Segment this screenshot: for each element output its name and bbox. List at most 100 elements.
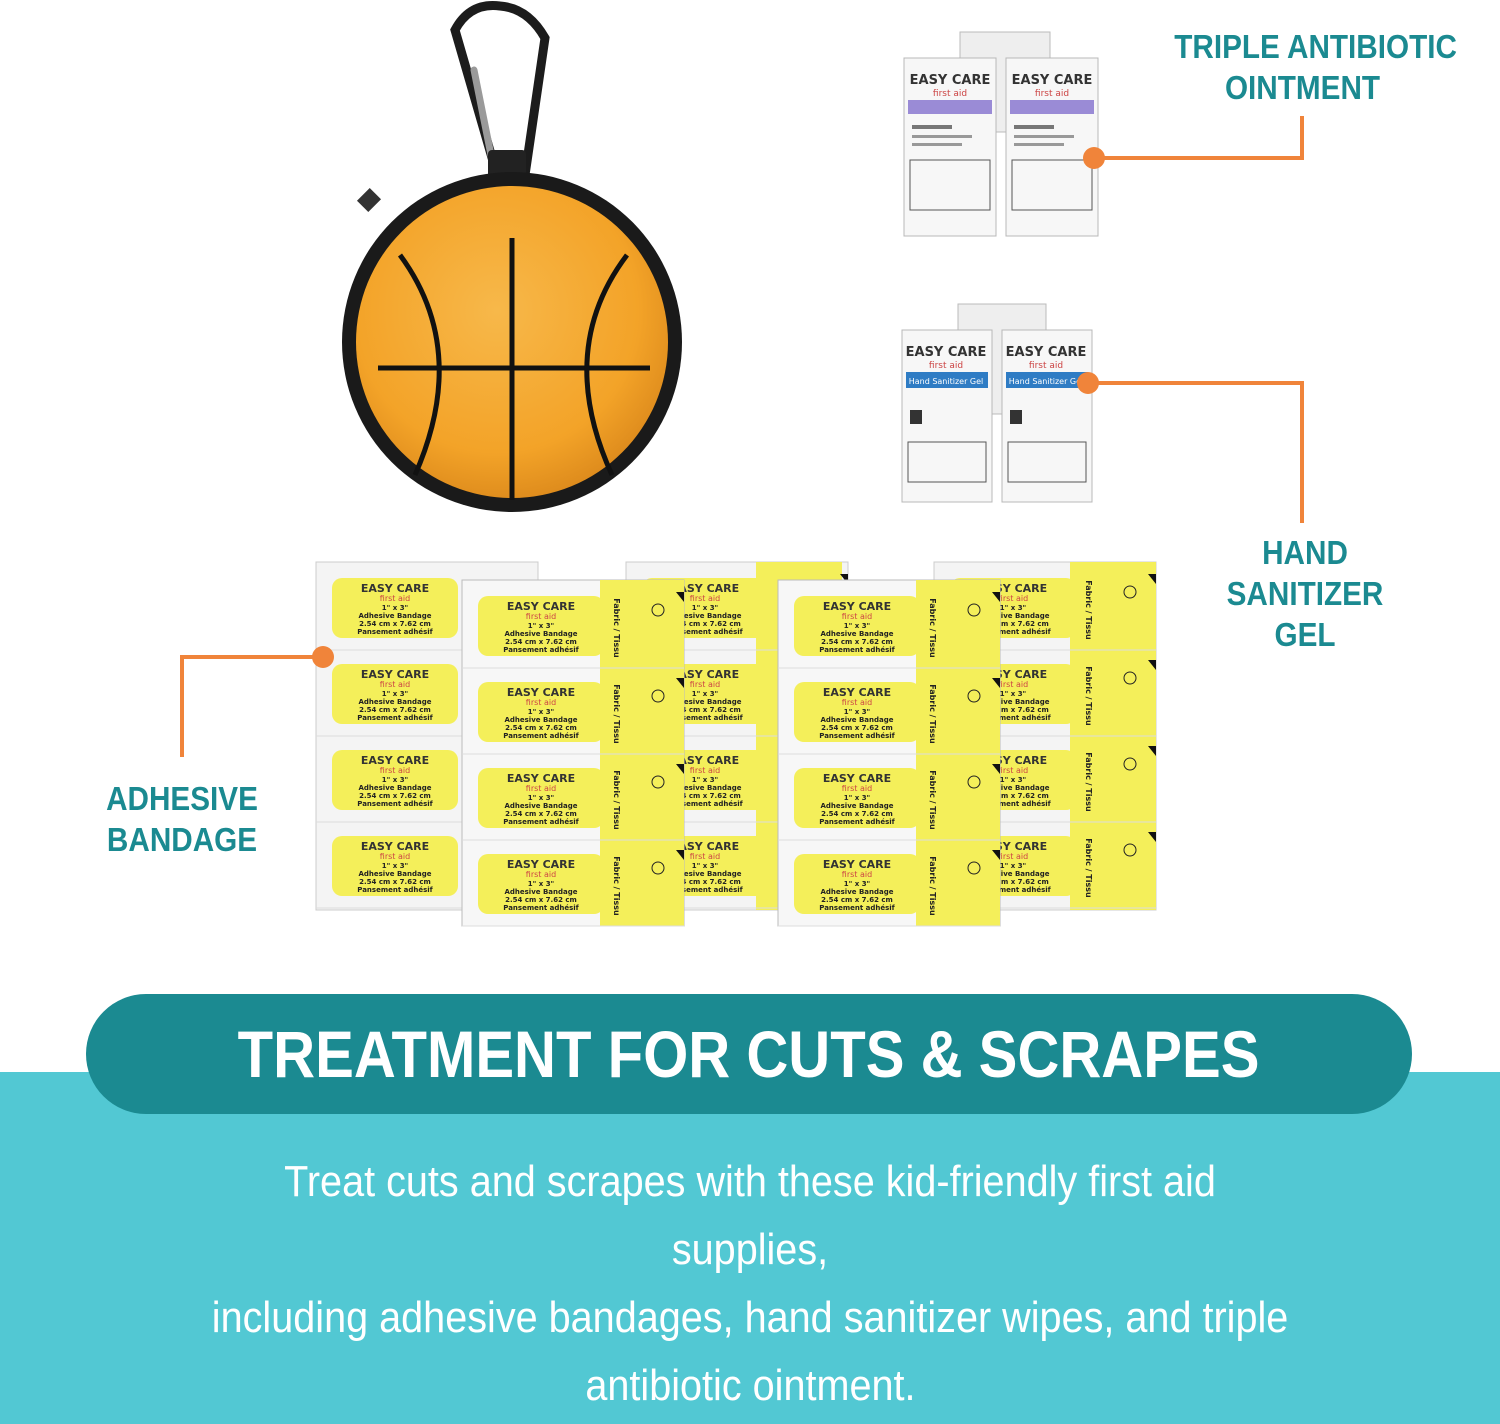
svg-text:2.54 cm x 7.62 cm: 2.54 cm x 7.62 cm bbox=[359, 878, 431, 886]
svg-text:EASY CARE: EASY CARE bbox=[507, 600, 575, 613]
svg-text:Adhesive Bandage: Adhesive Bandage bbox=[504, 802, 577, 810]
svg-text:first aid: first aid bbox=[1035, 89, 1069, 99]
svg-text:Fabric / Tissu: Fabric / Tissu bbox=[612, 856, 621, 916]
svg-text:first aid: first aid bbox=[380, 766, 410, 775]
callout-bandage-line-2: BANDAGE bbox=[106, 821, 258, 858]
svg-text:2.54 cm x 7.62 cm: 2.54 cm x 7.62 cm bbox=[977, 878, 1049, 886]
svg-text:1" x 3": 1" x 3" bbox=[844, 622, 870, 630]
svg-text:2.54 cm x 7.62 cm: 2.54 cm x 7.62 cm bbox=[821, 896, 893, 904]
svg-text:Fabric / Tissu: Fabric / Tissu bbox=[1084, 666, 1093, 726]
svg-text:EASY CARE: EASY CARE bbox=[671, 582, 739, 595]
svg-text:EASY CARE: EASY CARE bbox=[507, 686, 575, 699]
svg-text:2.54 cm x 7.62 cm: 2.54 cm x 7.62 cm bbox=[359, 620, 431, 628]
svg-text:first aid: first aid bbox=[380, 852, 410, 861]
carabiner-icon bbox=[450, 1, 550, 188]
svg-text:1" x 3": 1" x 3" bbox=[692, 862, 718, 870]
description: Treat cuts and scrapes with these kid-fr… bbox=[150, 1148, 1350, 1420]
svg-text:Fabric / Tissu: Fabric / Tissu bbox=[1084, 838, 1093, 898]
svg-text:EASY CARE: EASY CARE bbox=[823, 858, 891, 871]
svg-text:1" x 3": 1" x 3" bbox=[382, 776, 408, 784]
svg-text:first aid: first aid bbox=[526, 870, 556, 879]
svg-text:2.54 cm x 7.62 cm: 2.54 cm x 7.62 cm bbox=[669, 620, 741, 628]
description-line-1: Treat cuts and scrapes with these kid-fr… bbox=[284, 1157, 1216, 1274]
svg-text:Pansement adhésif: Pansement adhésif bbox=[357, 714, 433, 722]
svg-text:EASY CARE: EASY CARE bbox=[906, 345, 987, 360]
teal-background-band bbox=[0, 1072, 1500, 1424]
svg-text:1" x 3": 1" x 3" bbox=[1000, 776, 1026, 784]
svg-text:Fabric / Tissu: Fabric / Tissu bbox=[1084, 752, 1093, 812]
svg-text:Pansement adhésif: Pansement adhésif bbox=[975, 628, 1051, 636]
svg-text:first aid: first aid bbox=[526, 784, 556, 793]
svg-text:Adhesive Bandage: Adhesive Bandage bbox=[820, 802, 893, 810]
svg-text:first aid: first aid bbox=[380, 680, 410, 689]
callout-ointment-dot bbox=[1083, 147, 1105, 169]
callout-sanitizer-line-1: HAND bbox=[1262, 534, 1348, 571]
svg-text:2.54 cm x 7.62 cm: 2.54 cm x 7.62 cm bbox=[977, 792, 1049, 800]
callout-bandage-dot bbox=[312, 646, 334, 668]
svg-text:1" x 3": 1" x 3" bbox=[1000, 604, 1026, 612]
svg-text:Pansement adhésif: Pansement adhésif bbox=[503, 732, 579, 740]
svg-text:first aid: first aid bbox=[842, 698, 872, 707]
svg-text:Adhesive Bandage: Adhesive Bandage bbox=[976, 784, 1049, 792]
svg-text:Fabric / Tissu: Fabric / Tissu bbox=[612, 598, 621, 658]
svg-text:Adhesive Bandage: Adhesive Bandage bbox=[668, 698, 741, 706]
svg-text:2.54 cm x 7.62 cm: 2.54 cm x 7.62 cm bbox=[505, 810, 577, 818]
svg-text:2.54 cm x 7.62 cm: 2.54 cm x 7.62 cm bbox=[669, 792, 741, 800]
svg-text:first aid: first aid bbox=[998, 852, 1028, 861]
svg-text:2.54 cm x 7.62 cm: 2.54 cm x 7.62 cm bbox=[977, 706, 1049, 714]
svg-text:EASY CARE: EASY CARE bbox=[1006, 345, 1087, 360]
svg-text:Pansement adhésif: Pansement adhésif bbox=[667, 800, 743, 808]
svg-text:Fabric / Tissu: Fabric / Tissu bbox=[928, 684, 937, 744]
svg-text:Pansement adhésif: Pansement adhésif bbox=[819, 646, 895, 654]
svg-text:Adhesive Bandage: Adhesive Bandage bbox=[358, 698, 431, 706]
callout-bandage-line-h bbox=[180, 655, 324, 659]
svg-text:2.54 cm x 7.62 cm: 2.54 cm x 7.62 cm bbox=[977, 620, 1049, 628]
svg-text:first aid: first aid bbox=[526, 612, 556, 621]
svg-text:Adhesive Bandage: Adhesive Bandage bbox=[504, 716, 577, 724]
svg-text:1" x 3": 1" x 3" bbox=[692, 776, 718, 784]
svg-text:first aid: first aid bbox=[842, 612, 872, 621]
svg-text:Fabric / Tissu: Fabric / Tissu bbox=[612, 684, 621, 744]
callout-sanitizer-line-2: SANITIZER bbox=[1226, 575, 1384, 612]
svg-text:EASY CARE: EASY CARE bbox=[507, 772, 575, 785]
svg-text:Pansement adhésif: Pansement adhésif bbox=[975, 886, 1051, 894]
svg-text:Adhesive Bandage: Adhesive Bandage bbox=[976, 612, 1049, 620]
basketball-case-icon bbox=[342, 172, 682, 512]
svg-text:Adhesive Bandage: Adhesive Bandage bbox=[976, 698, 1049, 706]
svg-text:EASY CARE: EASY CARE bbox=[823, 686, 891, 699]
svg-text:2.54 cm x 7.62 cm: 2.54 cm x 7.62 cm bbox=[821, 724, 893, 732]
callout-sanitizer-line-3: GEL bbox=[1274, 616, 1336, 653]
svg-text:2.54 cm x 7.62 cm: 2.54 cm x 7.62 cm bbox=[359, 706, 431, 714]
svg-text:first aid: first aid bbox=[998, 766, 1028, 775]
svg-text:Pansement adhésif: Pansement adhésif bbox=[667, 886, 743, 894]
svg-text:Adhesive Bandage: Adhesive Bandage bbox=[358, 784, 431, 792]
svg-text:Fabric / Tissu: Fabric / Tissu bbox=[928, 598, 937, 658]
svg-text:1" x 3": 1" x 3" bbox=[382, 690, 408, 698]
callout-sanitizer-line-h bbox=[1086, 381, 1304, 385]
svg-text:2.54 cm x 7.62 cm: 2.54 cm x 7.62 cm bbox=[359, 792, 431, 800]
ointment-packets: EASY CARE first aid EASY CARE first aid bbox=[903, 31, 1099, 237]
callout-sanitizer-line-v bbox=[1300, 381, 1304, 523]
svg-text:Pansement adhésif: Pansement adhésif bbox=[975, 800, 1051, 808]
svg-text:Adhesive Bandage: Adhesive Bandage bbox=[358, 612, 431, 620]
svg-text:first aid: first aid bbox=[998, 680, 1028, 689]
svg-text:1" x 3": 1" x 3" bbox=[528, 622, 554, 630]
callout-ointment-line-2: OINTMENT bbox=[1224, 69, 1381, 106]
svg-text:Pansement adhésif: Pansement adhésif bbox=[819, 904, 895, 912]
svg-text:Adhesive Bandage: Adhesive Bandage bbox=[358, 870, 431, 878]
svg-text:2.54 cm x 7.62 cm: 2.54 cm x 7.62 cm bbox=[821, 638, 893, 646]
svg-text:Fabric / Tissu: Fabric / Tissu bbox=[1084, 580, 1093, 640]
svg-text:1" x 3": 1" x 3" bbox=[692, 604, 718, 612]
svg-text:Adhesive Bandage: Adhesive Bandage bbox=[820, 716, 893, 724]
callout-sanitizer-dot bbox=[1077, 372, 1099, 394]
product-illustration: EASY CARE first aid EASY CARE first aid … bbox=[315, 1, 1157, 927]
svg-text:first aid: first aid bbox=[842, 784, 872, 793]
svg-text:Adhesive Bandage: Adhesive Bandage bbox=[504, 630, 577, 638]
svg-text:EASY CARE: EASY CARE bbox=[361, 754, 429, 767]
svg-text:1" x 3": 1" x 3" bbox=[844, 708, 870, 716]
